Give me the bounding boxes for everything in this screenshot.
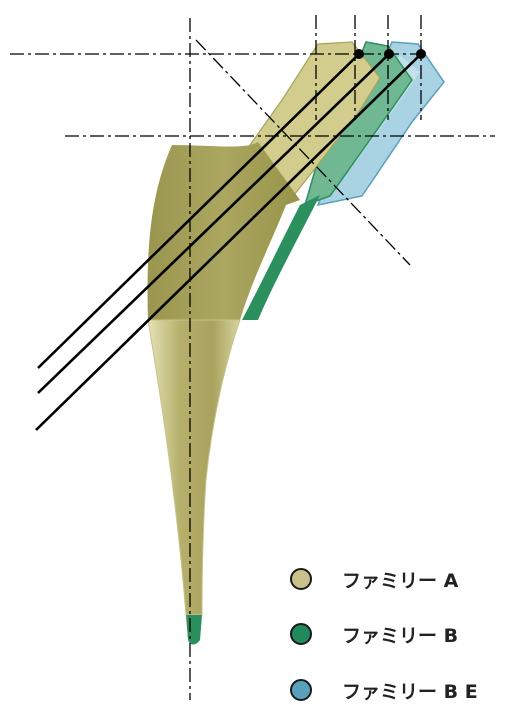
legend-label-family-be: ファミリー B E <box>342 680 478 703</box>
head-center-a <box>354 49 364 59</box>
legend-label-family-b: ファミリー B <box>342 624 459 647</box>
head-center-points <box>354 49 426 59</box>
head-center-be <box>416 49 426 59</box>
head-center-b <box>384 49 394 59</box>
legend-label-family-a: ファミリー A <box>342 569 459 592</box>
legend-item-family-a: ファミリー A <box>290 564 458 594</box>
legend-swatch-family-b <box>290 623 312 645</box>
legend-swatch-family-be <box>290 679 312 701</box>
construction-lines <box>10 15 495 700</box>
legend-item-family-b: ファミリー B <box>290 619 458 649</box>
neck-axis-lines <box>35 53 422 431</box>
legend-item-family-be: ファミリー B E <box>290 675 478 705</box>
family-a-stem <box>147 41 381 645</box>
legend-swatch-family-a <box>290 568 312 590</box>
